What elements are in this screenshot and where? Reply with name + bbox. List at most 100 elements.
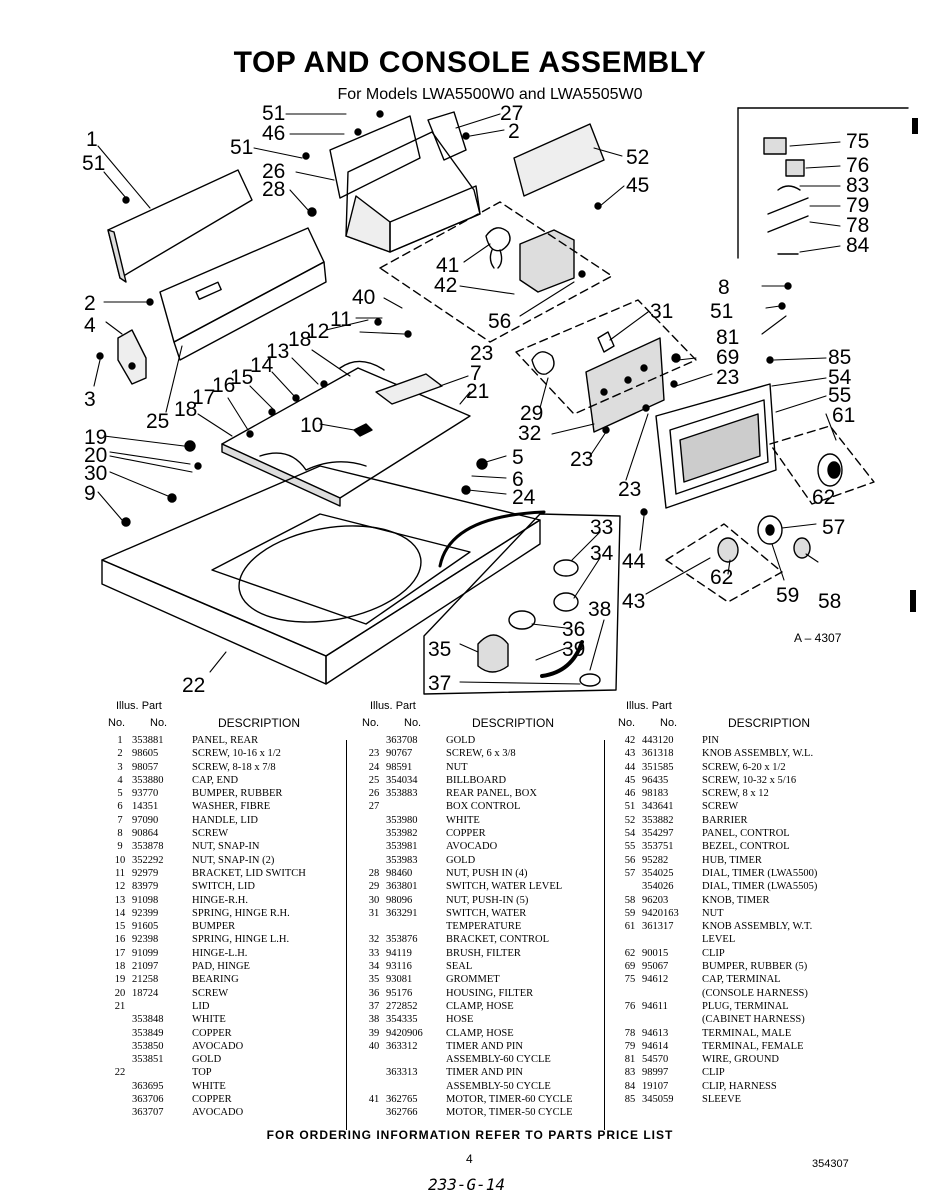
illus-number: 55 [624,841,636,853]
part-description: TEMPERATURE [446,921,522,933]
part-description: DIAL, TIMER (LWA5505) [702,881,818,893]
part-number: 351585 [642,761,674,773]
part-description: BUMPER, RUBBER (5) [702,961,808,973]
callout-34: 34 [590,542,614,565]
part-description: GOLD [446,854,476,866]
washer-top-part [101,465,546,685]
callout-5: 5 [512,446,524,469]
part-description: COPPER [192,1027,232,1039]
part-number: 95176 [386,987,413,999]
part-description: SPRING, HINGE L.H. [192,934,290,946]
part-description: WIRE, GROUND [702,1054,779,1066]
part-number: 9420163 [642,907,679,919]
illus-number: 84 [624,1080,636,1092]
control-bracket-part [531,331,665,433]
part-description: TOP [192,1067,212,1079]
illus-number: 78 [624,1027,636,1039]
part-number: 98096 [386,894,413,906]
part-description: TERMINAL, FEMALE [702,1040,804,1052]
part-description: CLAMP, HOSE [446,1027,514,1039]
billboard-part [159,227,327,361]
illus-number: 8 [117,828,123,840]
illus-number: 45 [624,774,636,786]
part-number: 363707 [132,1107,164,1119]
illus-number [108,1013,132,1026]
illus-number [108,1027,132,1040]
part-number: 354034 [386,774,418,786]
part-description: DIAL, TIMER (LWA5500) [702,867,818,879]
part-description: COPPER [192,1094,232,1106]
part-number: 353878 [132,841,164,853]
control-box-part [329,111,481,253]
callout-3: 3 [84,388,96,411]
illus-number: 58 [624,894,636,906]
part-number: 90767 [386,748,413,760]
part-number: 18724 [132,987,159,999]
illus-number [618,933,642,946]
part-description: TIMER AND PIN [446,1040,524,1052]
part-description: TERMINAL, MALE [702,1027,792,1039]
callout-2: 2 [84,292,96,315]
part-number [132,1000,192,1013]
illus-number [362,814,386,827]
callout-40: 40 [352,286,375,309]
header-illus: Illus. Part [626,700,672,712]
illus-number: 7 [117,814,123,826]
part-number: 353751 [642,841,674,853]
part-number: 345059 [642,1094,674,1106]
illus-number: 59 [624,907,636,919]
part-description: NUT, SNAP-IN [192,841,260,853]
table-header: Illus. Part No. No. DESCRIPTION [108,700,338,734]
illus-number: 85 [624,1094,636,1106]
illus-number [108,1053,132,1066]
lid-part [221,360,471,507]
callout-56: 56 [488,310,511,333]
illus-number: 79 [624,1040,636,1052]
callout-14: 14 [250,354,274,377]
callout-2: 2 [508,120,520,143]
header-part-no: No. [150,717,168,729]
illus-number: 54 [624,828,636,840]
part-number: 91098 [132,894,159,906]
illus-number: 13 [114,894,126,906]
part-description: HINGE-L.H. [192,947,248,959]
callout-39: 39 [562,638,585,661]
part-number: 93116 [386,961,412,973]
illus-number [362,1066,386,1079]
part-number: 14351 [132,801,159,813]
part-number: 363313 [386,1067,418,1079]
part-number: 95067 [642,961,669,973]
illus-number: 52 [624,814,636,826]
part-number: 353848 [132,1014,164,1026]
illus-number: 29 [368,881,380,893]
part-number: 362765 [386,1094,418,1106]
part-number: 363291 [386,907,418,919]
illus-number [362,734,386,747]
part-description: WHITE [446,814,480,826]
part-description: HANDLE, LID [192,814,258,826]
callout-6: 6 [512,468,524,491]
header-illus-no: No. [618,717,636,729]
illus-number: 16 [114,934,126,946]
